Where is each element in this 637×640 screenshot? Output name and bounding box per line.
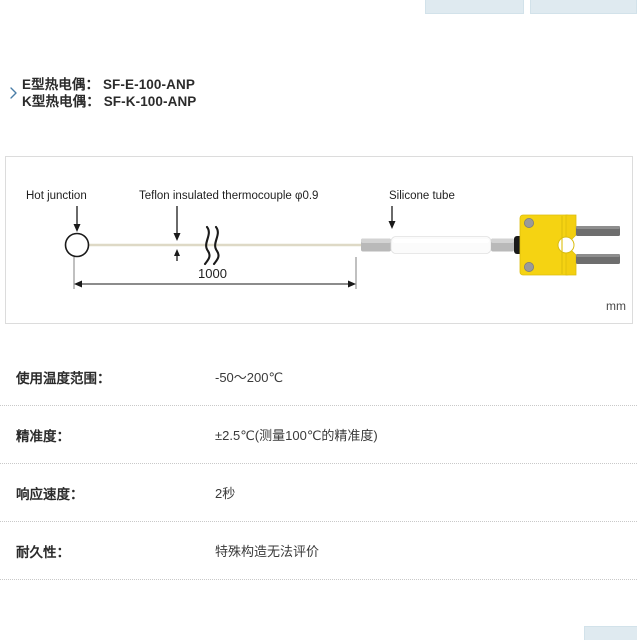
spec-value-accuracy: ±2.5℃(测量100℃的精准度) — [215, 428, 378, 443]
table-row: 响应速度： 2秒 — [0, 464, 637, 522]
hot-junction-circle — [64, 232, 90, 258]
spec-value-response-time: 2秒 — [215, 486, 236, 501]
spec-label-accuracy: 精准度： — [16, 428, 70, 444]
connector-screw-bottom — [524, 262, 535, 273]
top-strip-left — [425, 0, 524, 14]
chevron-right-icon — [10, 87, 17, 99]
leader-thermocouple — [173, 206, 181, 261]
thermocouple-diagram: Hot junction Teflon insulated thermocoup… — [26, 190, 626, 313]
dimension-value: 1000 — [198, 266, 227, 281]
dimension-line-1000: 1000 — [73, 257, 357, 289]
spec-value-temperature-range: -50～200℃ — [215, 370, 284, 385]
table-row: 耐久性： 特殊构造无法评价 — [0, 522, 637, 580]
label-silicone-tube: Silicone tube — [389, 190, 455, 202]
spec-label-temperature-range: 使用温度范围： — [16, 370, 111, 386]
dimension-unit: mm — [606, 299, 626, 313]
thermocouple-connector — [519, 214, 620, 276]
bottom-strip-right — [584, 626, 637, 640]
wire-break-symbol — [203, 225, 220, 266]
product-model-k: K型热电偶： SF-K-100-ANP — [22, 94, 197, 109]
spec-label-response-time: 响应速度： — [16, 486, 84, 502]
connector-center-hole — [557, 236, 575, 254]
connector-screw-top — [524, 218, 535, 229]
spec-label-durability: 耐久性： — [16, 544, 70, 560]
label-thermocouple: Teflon insulated thermocouple φ0.9 — [139, 190, 318, 202]
spec-value-durability: 特殊构造无法评价 — [215, 544, 320, 559]
label-hot-junction: Hot junction — [26, 190, 87, 202]
product-model-e: E型热电偶： SF-E-100-ANP — [22, 77, 195, 92]
leader-hot-junction — [73, 206, 81, 232]
table-row: 使用温度范围： -50～200℃ — [0, 348, 637, 406]
leader-silicone-tube — [388, 206, 396, 229]
product-diagram-panel: Hot junction Teflon insulated thermocoup… — [5, 156, 633, 324]
product-title: E型热电偶： SF-E-100-ANP K型热电偶： SF-K-100-ANP — [8, 76, 196, 110]
top-strip-right — [530, 0, 637, 14]
specification-table: 使用温度范围： -50～200℃ 精准度： ±2.5℃(测量100℃的精准度) … — [0, 348, 637, 580]
table-row: 精准度： ±2.5℃(测量100℃的精准度) — [0, 406, 637, 464]
